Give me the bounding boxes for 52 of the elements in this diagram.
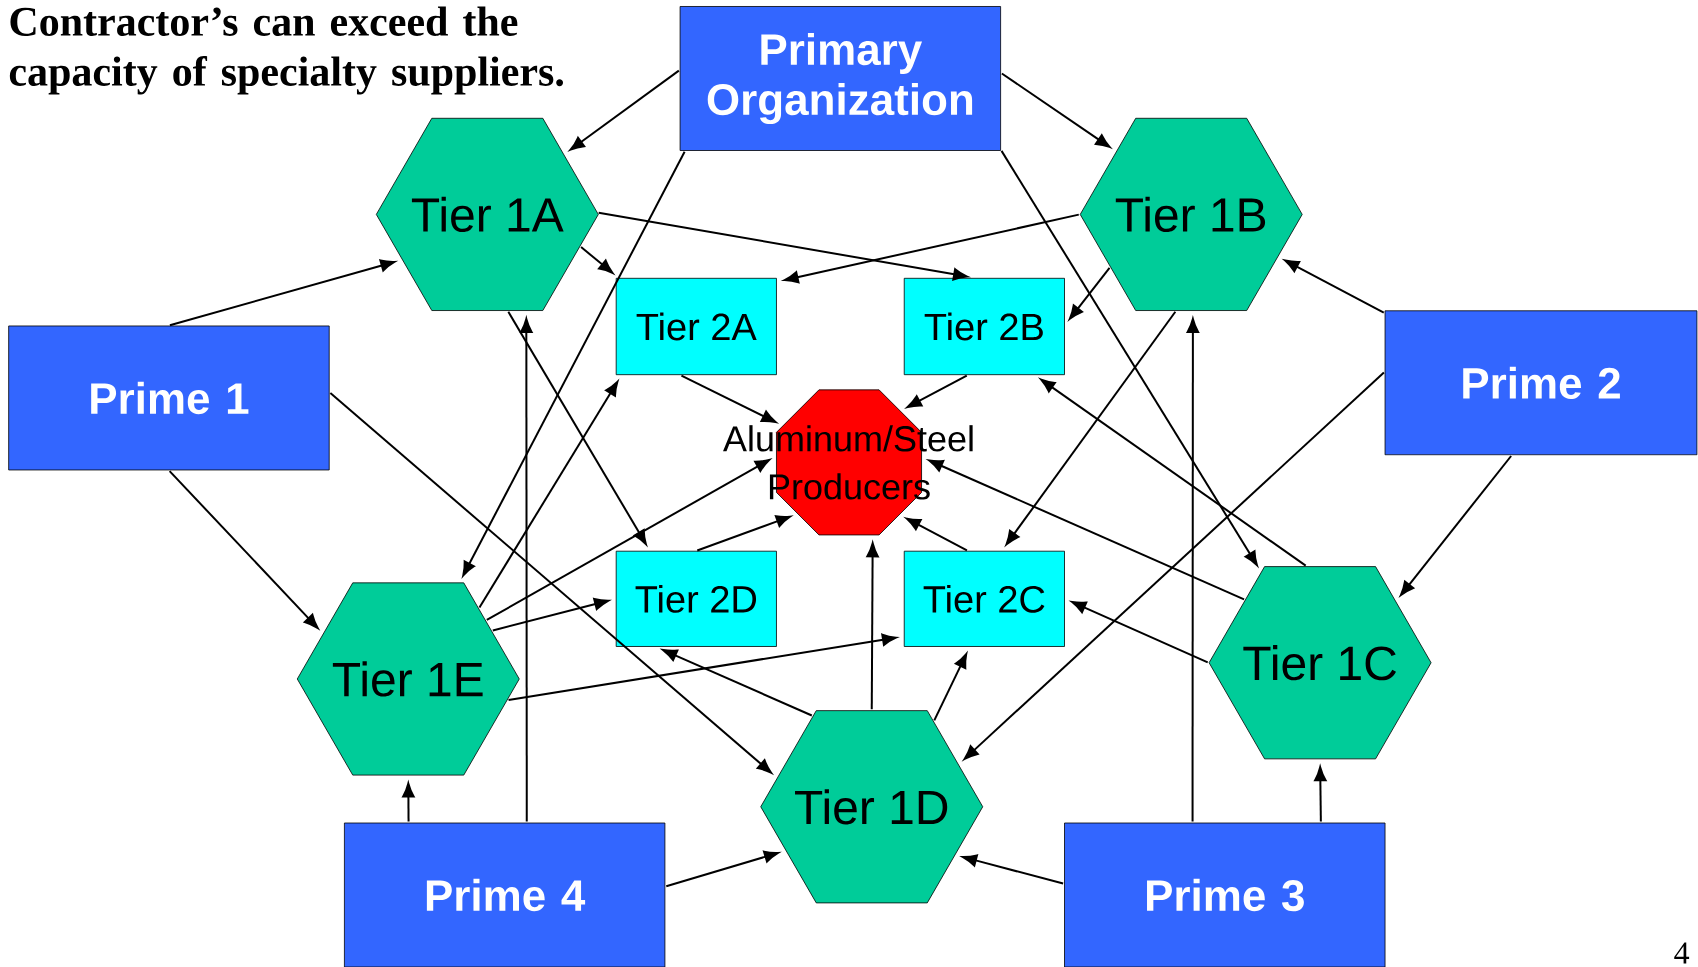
- arrow: [928, 459, 1246, 601]
- supplier-hexagon: Tier 1B: [1079, 117, 1303, 311]
- arrow: [1000, 149, 1258, 567]
- arrow: [665, 850, 779, 888]
- arrow: [485, 458, 771, 621]
- arrow: [597, 211, 969, 281]
- organization-box: Primary Organization: [679, 6, 1001, 151]
- arrow: [462, 150, 686, 577]
- supplier-hexagon: Tier 1C: [1208, 566, 1432, 760]
- supplier-box: Tier 2D: [615, 550, 777, 647]
- arrow: [1284, 259, 1385, 314]
- arrow: [329, 392, 772, 774]
- supplier-box: Tier 2B: [903, 277, 1065, 376]
- arrow: [520, 317, 533, 823]
- supplier-hexagon: Tier 1E: [296, 582, 520, 776]
- arrow: [1068, 266, 1111, 320]
- arrow: [1314, 766, 1327, 823]
- arrow: [1186, 317, 1200, 823]
- supplier-box: Tier 2C: [903, 550, 1065, 647]
- arrow: [478, 380, 619, 609]
- arrow: [402, 782, 415, 823]
- arrow: [1400, 455, 1513, 596]
- arrow: [569, 69, 680, 151]
- arrow: [1040, 378, 1307, 567]
- arrow: [680, 374, 777, 424]
- arrow: [963, 371, 1385, 760]
- arrow: [580, 246, 614, 274]
- organization-box: Prime 4: [343, 822, 666, 967]
- arrow: [906, 374, 968, 409]
- arrow: [783, 213, 1080, 284]
- organization-box: Prime 1: [8, 325, 330, 471]
- arrow: [696, 515, 791, 552]
- arrow: [168, 470, 319, 629]
- arrow: [491, 598, 610, 632]
- arrow: [1005, 310, 1177, 546]
- arrow: [962, 854, 1065, 885]
- heading-text: Contractor’s can exceed the capacity of specialty suppliers.: [9, 6, 563, 95]
- supplier-box: Tier 2A: [615, 277, 777, 376]
- supplier-hexagon: Tier 1D: [760, 710, 984, 904]
- arrow: [507, 633, 897, 701]
- arrow: [933, 653, 968, 722]
- arrow: [1071, 601, 1209, 664]
- arrow: [168, 259, 396, 327]
- arrow: [507, 310, 647, 545]
- arrow: [1000, 72, 1111, 148]
- arrow: [866, 542, 879, 711]
- page-number: 4: [1674, 942, 1690, 964]
- arrow: [905, 517, 968, 552]
- supplier-hexagon: Tier 1A: [375, 117, 599, 311]
- arrow: [662, 649, 813, 717]
- organization-box: Prime 2: [1384, 310, 1698, 456]
- organization-box: Prime 3: [1064, 822, 1386, 967]
